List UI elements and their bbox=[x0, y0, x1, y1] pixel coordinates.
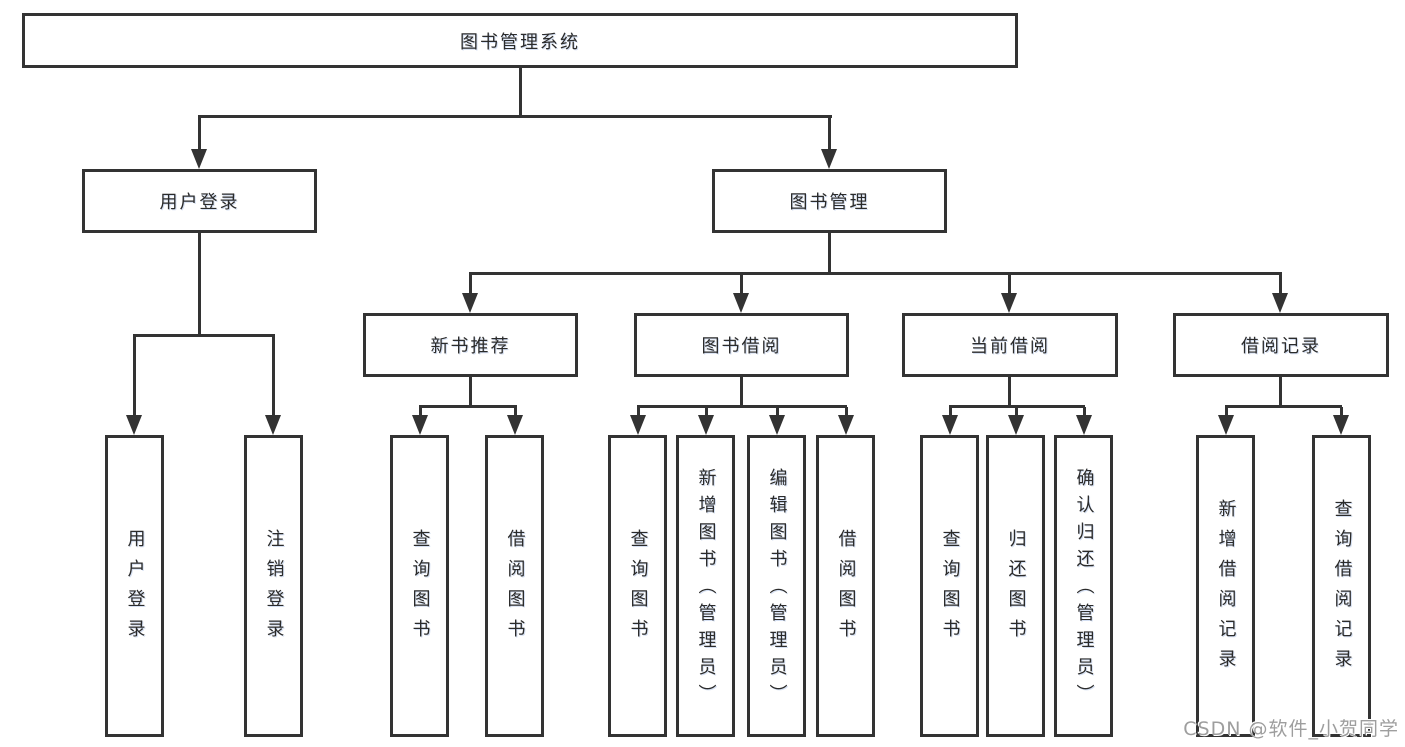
arrow-into-borrow-records bbox=[1272, 293, 1288, 313]
connector-level1-rail bbox=[198, 115, 832, 118]
connector-drop-new-book-recommend bbox=[469, 274, 472, 295]
connector-book-management-stem bbox=[828, 233, 831, 274]
node-book-borrow-label: 图书借阅 bbox=[701, 336, 782, 357]
leaf-query-book-1: 查询图书 bbox=[390, 435, 449, 737]
connector-drop-leaf-query-book-1 bbox=[419, 407, 422, 417]
arrow-into-leaf-query-book-3 bbox=[942, 415, 958, 435]
leaf-query-book-2-label: 查询图书 bbox=[627, 529, 649, 649]
node-root-label: 图书管理系统 bbox=[460, 31, 580, 53]
arrow-into-leaf-query-book-2 bbox=[630, 415, 646, 435]
leaf-user-login: 用户登录 bbox=[105, 435, 164, 737]
arrow-into-new-book-recommend bbox=[462, 293, 478, 313]
leaf-add-borrow-record: 新增借阅记录 bbox=[1196, 435, 1255, 737]
leaf-query-book-2: 查询图书 bbox=[608, 435, 667, 737]
csdn-watermark: CSDN @软件_小贺同学 bbox=[1183, 718, 1399, 740]
connector-drop-leaf-query-book-3 bbox=[949, 407, 952, 417]
connector-user-login-rail bbox=[133, 334, 275, 337]
arrow-into-book-management bbox=[821, 149, 837, 169]
connector-new-book-recommend-rail bbox=[419, 405, 517, 408]
node-new-book-recommend-label: 新书推荐 bbox=[430, 336, 511, 357]
connector-borrow-records-rail bbox=[1225, 405, 1342, 408]
connector-drop-book-management bbox=[828, 117, 831, 151]
leaf-borrow-book-2: 借阅图书 bbox=[816, 435, 875, 737]
leaf-user-login-label: 用户登录 bbox=[124, 529, 146, 649]
leaf-edit-book-admin: 编辑图书（管理员） bbox=[747, 435, 806, 737]
node-new-book-recommend: 新书推荐 bbox=[363, 313, 578, 377]
connector-drop-leaf-user-login bbox=[133, 336, 136, 416]
arrow-into-user-login bbox=[191, 149, 207, 169]
leaf-return-book-label: 归还图书 bbox=[1005, 529, 1027, 649]
node-borrow-records-label: 借阅记录 bbox=[1241, 336, 1321, 357]
arrow-into-leaf-borrow-book-2 bbox=[838, 415, 854, 435]
leaf-query-book-3: 查询图书 bbox=[920, 435, 979, 737]
connector-drop-leaf-confirm-return bbox=[1083, 407, 1086, 417]
leaf-add-book-admin-label: 新增图书（管理员） bbox=[695, 467, 717, 711]
connector-drop-leaf-add-book bbox=[705, 407, 708, 417]
node-user-login-label: 用户登录 bbox=[159, 192, 240, 213]
connector-drop-current-borrow bbox=[1008, 274, 1011, 295]
node-book-management-label: 图书管理 bbox=[789, 192, 870, 213]
connector-drop-leaf-query-book-2 bbox=[637, 407, 640, 417]
leaf-confirm-return-admin: 确认归还（管理员） bbox=[1054, 435, 1113, 737]
connector-drop-leaf-return-book bbox=[1015, 407, 1018, 417]
node-root-library-system: 图书管理系统 bbox=[22, 13, 1018, 68]
leaf-logout-label: 注销登录 bbox=[263, 529, 285, 649]
node-user-login: 用户登录 bbox=[82, 169, 317, 233]
leaf-confirm-return-admin-label: 确认归还（管理员） bbox=[1073, 467, 1095, 711]
leaf-add-book-admin: 新增图书（管理员） bbox=[676, 435, 735, 737]
arrow-into-leaf-edit-book bbox=[769, 415, 785, 435]
leaf-return-book: 归还图书 bbox=[986, 435, 1045, 737]
leaf-query-borrow-record-label: 查询借阅记录 bbox=[1331, 499, 1353, 679]
connector-drop-leaf-logout bbox=[272, 336, 275, 416]
arrow-into-leaf-query-book-1 bbox=[412, 415, 428, 435]
connector-drop-leaf-borrow-book-1 bbox=[514, 407, 517, 417]
arrow-into-leaf-query-record bbox=[1333, 415, 1349, 435]
connector-drop-borrow-records bbox=[1279, 274, 1282, 295]
leaf-borrow-book-2-label: 借阅图书 bbox=[835, 529, 857, 649]
leaf-add-borrow-record-label: 新增借阅记录 bbox=[1215, 499, 1237, 679]
connector-drop-leaf-add-record bbox=[1225, 407, 1228, 417]
connector-borrow-records-stem bbox=[1279, 377, 1282, 407]
arrow-into-current-borrow bbox=[1001, 293, 1017, 313]
node-book-management: 图书管理 bbox=[712, 169, 947, 233]
connector-drop-leaf-borrow-book-2 bbox=[845, 407, 848, 417]
connector-root-stem bbox=[519, 68, 522, 118]
arrow-into-leaf-logout bbox=[265, 415, 281, 435]
leaf-query-book-1-label: 查询图书 bbox=[409, 529, 431, 649]
connector-user-login-stem bbox=[198, 233, 201, 336]
arrow-into-leaf-return-book bbox=[1008, 415, 1024, 435]
arrow-into-leaf-confirm-return bbox=[1076, 415, 1092, 435]
connector-drop-leaf-query-record bbox=[1340, 407, 1343, 417]
arrow-into-leaf-add-book bbox=[698, 415, 714, 435]
connector-book-borrow-stem bbox=[740, 377, 743, 407]
node-borrow-records: 借阅记录 bbox=[1173, 313, 1389, 377]
arrow-into-leaf-borrow-book-1 bbox=[507, 415, 523, 435]
node-current-borrow-label: 当前借阅 bbox=[970, 336, 1050, 357]
arrow-into-leaf-user-login bbox=[126, 415, 142, 435]
node-book-borrow: 图书借阅 bbox=[634, 313, 849, 377]
node-current-borrow: 当前借阅 bbox=[902, 313, 1118, 377]
connector-current-borrow-rail bbox=[949, 405, 1085, 408]
connector-current-borrow-stem bbox=[1008, 377, 1011, 407]
leaf-edit-book-admin-label: 编辑图书（管理员） bbox=[766, 467, 788, 711]
connector-new-book-recommend-stem bbox=[469, 377, 472, 407]
connector-drop-book-borrow bbox=[740, 274, 743, 295]
leaf-borrow-book-1-label: 借阅图书 bbox=[504, 529, 526, 649]
connector-drop-user-login bbox=[198, 117, 201, 151]
leaf-logout: 注销登录 bbox=[244, 435, 303, 737]
connector-drop-leaf-edit-book bbox=[776, 407, 779, 417]
leaf-borrow-book-1: 借阅图书 bbox=[485, 435, 544, 737]
arrow-into-leaf-add-record bbox=[1218, 415, 1234, 435]
connector-book-borrow-rail bbox=[637, 405, 847, 408]
leaf-query-book-3-label: 查询图书 bbox=[939, 529, 961, 649]
leaf-query-borrow-record: 查询借阅记录 bbox=[1312, 435, 1371, 737]
arrow-into-book-borrow bbox=[733, 293, 749, 313]
connector-level2-rail bbox=[469, 272, 1282, 275]
